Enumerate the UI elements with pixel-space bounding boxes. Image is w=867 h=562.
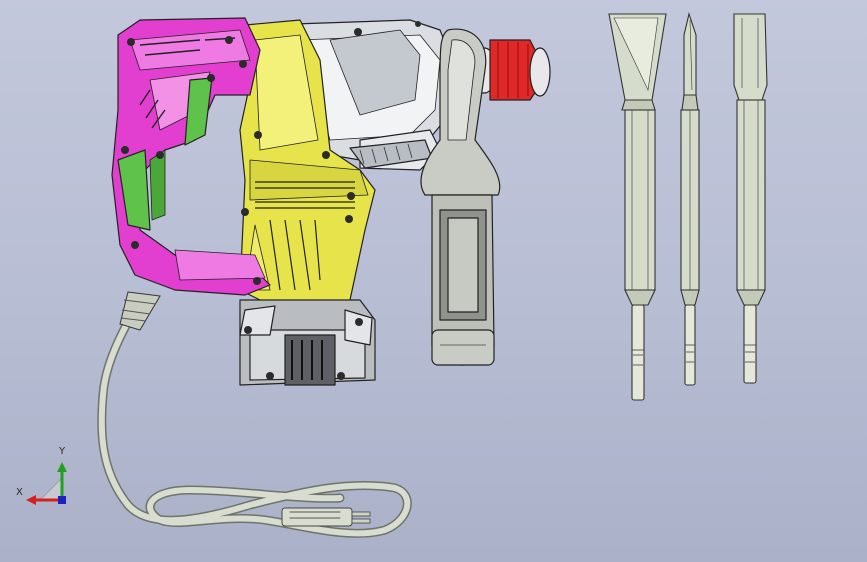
flat-chisel[interactable] [608,13,667,401]
y-axis-label: Y [59,446,66,457]
side-handle[interactable] [420,28,501,366]
narrow-chisel[interactable] [733,13,768,384]
rotary-hammer-body[interactable] [111,17,551,386]
cord-strain-relief [119,291,161,331]
screws [121,21,421,380]
point-chisel[interactable] [680,11,700,386]
axis-triad [26,462,67,505]
handle-grip-rear [117,149,151,231]
handle-grip-top [184,77,213,146]
z-axis-marker [58,496,66,504]
power-cord[interactable] [97,295,412,538]
x-axis-label: X [16,487,23,498]
